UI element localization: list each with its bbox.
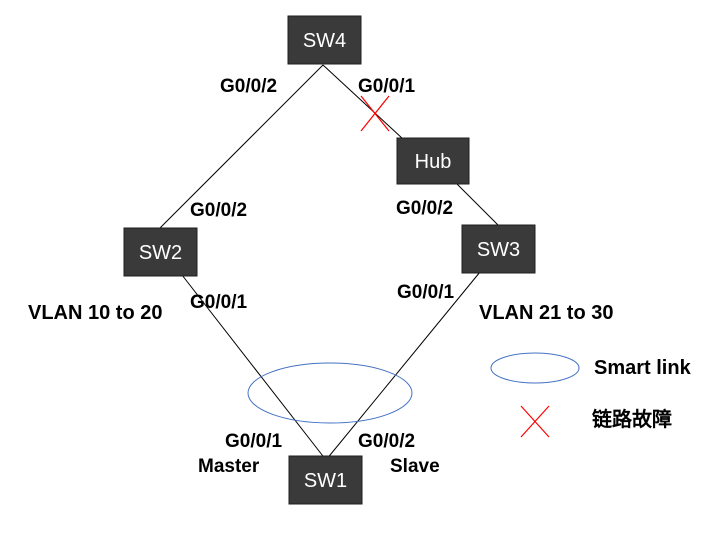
port-sw2-g001: G0/0/1 <box>190 292 247 313</box>
port-sw4-g001: G0/0/1 <box>358 76 415 97</box>
node-sw4[interactable]: SW4 <box>287 15 362 65</box>
legend-link-fault-label: 链路故障 <box>592 407 672 431</box>
port-sw2-g002: G0/0/2 <box>190 200 247 221</box>
node-hub[interactable]: Hub <box>396 137 470 185</box>
node-sw1[interactable]: SW1 <box>288 455 363 505</box>
link-sw4-hub <box>322 64 404 140</box>
port-hub-g002: G0/0/2 <box>396 198 453 219</box>
role-slave-label: Slave <box>390 456 440 477</box>
node-hub-label: Hub <box>415 151 452 173</box>
node-sw1-label: SW1 <box>304 470 347 492</box>
port-sw1-g002: G0/0/2 <box>358 431 415 452</box>
legend: Smart link 链路故障 <box>490 352 692 438</box>
node-sw3[interactable]: SW3 <box>461 224 536 274</box>
vlan-right-label: VLAN 21 to 30 <box>479 302 613 324</box>
node-sw3-label: SW3 <box>477 239 520 261</box>
node-sw4-label: SW4 <box>303 30 346 52</box>
link-sw3-sw1 <box>325 271 481 461</box>
link-sw2-sw1 <box>181 274 327 461</box>
legend-smart-link-icon <box>490 352 580 384</box>
legend-fault-x-icon <box>520 405 550 438</box>
link-sw4-sw2 <box>159 64 324 229</box>
link-hub-sw3 <box>455 182 499 226</box>
port-sw4-g002: G0/0/2 <box>220 76 277 97</box>
legend-smart-link-label: Smart link <box>594 357 692 379</box>
node-sw2[interactable]: SW2 <box>123 227 198 277</box>
vlan-left-label: VLAN 10 to 20 <box>28 302 162 324</box>
port-sw3-g001: G0/0/1 <box>397 282 454 303</box>
role-master-label: Master <box>198 456 260 477</box>
link-fault-x-icon <box>360 95 390 132</box>
port-sw1-g001: G0/0/1 <box>225 431 282 452</box>
smart-link-ellipse <box>247 362 413 424</box>
node-sw2-label: SW2 <box>139 242 182 264</box>
